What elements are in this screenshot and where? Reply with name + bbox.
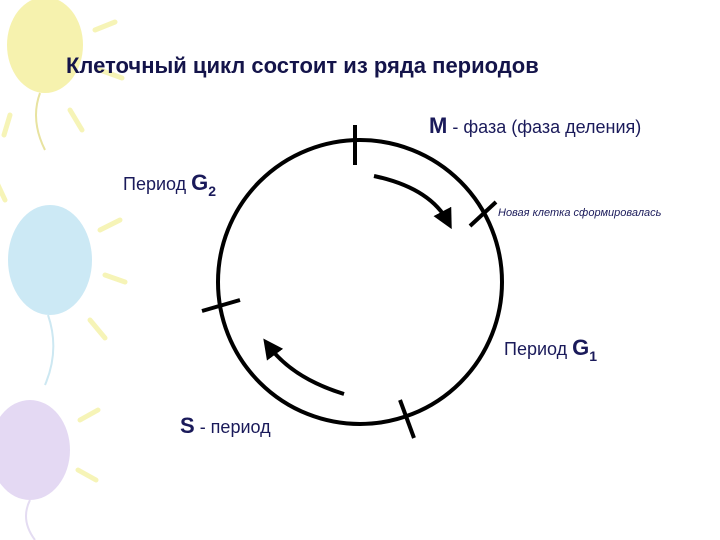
cycle-circle <box>216 138 504 426</box>
g2-letter: G <box>191 170 209 195</box>
g2-sub: 2 <box>208 183 217 199</box>
g1-sub: 1 <box>589 348 598 364</box>
s-letter: S <box>180 413 195 438</box>
arrow-m-phase <box>373 174 452 230</box>
g2-prefix: Период <box>123 174 192 194</box>
s-text: - период <box>194 417 271 437</box>
m-letter: M <box>429 113 448 138</box>
yellow-balloon <box>7 0 83 93</box>
tick-right-upper <box>468 200 498 228</box>
m-text: - фаза (фаза деления) <box>447 117 642 137</box>
s-period-label: S - период <box>180 413 271 439</box>
sun-rays <box>0 19 128 483</box>
tick-bottom <box>398 399 416 439</box>
violet-balloon <box>0 400 70 500</box>
arrow-s-period <box>263 338 345 396</box>
g2-period-label: Период G2 <box>123 170 216 199</box>
g1-letter: G <box>572 335 590 360</box>
blue-balloon <box>8 205 92 315</box>
g1-period-label: Период G1 <box>504 335 597 364</box>
g1-prefix: Период <box>504 339 573 359</box>
tick-left <box>201 298 241 313</box>
new-cell-label: Новая клетка сформировалась <box>498 207 662 219</box>
page-title: Клеточный цикл состоит из ряда периодов <box>66 53 539 78</box>
m-phase-label: M - фаза (фаза деления) <box>429 113 641 139</box>
